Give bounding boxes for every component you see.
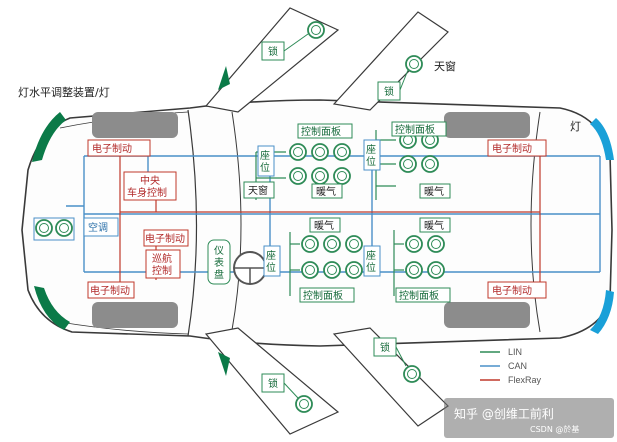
seat-box-front-bottom xyxy=(263,245,281,277)
tire-rear-top xyxy=(444,112,530,138)
ecu-box-rear-top xyxy=(487,139,547,157)
label-cruise-line1: 巡航 xyxy=(152,252,172,265)
door-front-bottom xyxy=(204,327,340,435)
label-ecu-center: 电子制动 xyxy=(145,232,185,245)
windshield-inner xyxy=(231,111,242,331)
ac-box xyxy=(83,217,119,237)
label-ecu-front-top: 电子制动 xyxy=(92,142,132,155)
seat-box-front-top xyxy=(257,145,275,177)
label-lock-3: 锁 xyxy=(268,377,278,390)
panel-box-front-top xyxy=(297,123,353,139)
label-central-body-line2: 车身控制 xyxy=(127,186,167,199)
label-dash-3: 盘 xyxy=(214,268,224,281)
heating-box-rear-top xyxy=(419,183,451,199)
ecu-box-center xyxy=(143,229,189,247)
watermark-main: 知乎 @创维工前利 xyxy=(454,406,554,421)
label-cruise-line2: 控制 xyxy=(152,264,172,277)
label-panel-rear-bottom: 控制面板 xyxy=(399,289,439,302)
label-ecu-rear-bottom: 电子制动 xyxy=(492,284,532,297)
tire-rear-bottom xyxy=(444,302,530,328)
sunroof-box-center xyxy=(243,181,275,199)
watermark-backdrop xyxy=(444,398,614,438)
seat-box-rear-bottom xyxy=(363,245,381,277)
label-central-body-line1: 中央 xyxy=(140,174,160,187)
label-seat-ft-2: 位 xyxy=(260,161,270,174)
label-dash-1: 仪 xyxy=(214,245,224,257)
windshield-line xyxy=(187,109,198,337)
heating-box-front-top xyxy=(311,183,343,199)
tire-front-top xyxy=(92,112,178,138)
legend: LIN CAN FlexRay xyxy=(480,347,542,385)
label-panel-rear-top: 控制面板 xyxy=(395,123,435,136)
label-panel-front-bottom: 控制面板 xyxy=(303,289,343,302)
seat-box-rear-top xyxy=(363,139,381,171)
label-lock-1: 锁 xyxy=(268,45,278,58)
label-panel-front-top: 控制面板 xyxy=(301,125,341,138)
label-lock-4: 锁 xyxy=(380,341,390,354)
label-lamp-right: 灯 xyxy=(570,120,581,133)
label-seat-ft-1: 座 xyxy=(260,149,270,162)
legend-label-flexray: FlexRay xyxy=(508,375,542,385)
label-ecu-rear-top: 电子制动 xyxy=(492,142,532,155)
label-headlamp-leveling: 灯水平调整装置/灯 xyxy=(18,85,110,99)
heating-box-rear-bottom xyxy=(419,217,451,233)
label-heating-rear-bottom: 暖气 xyxy=(424,219,444,232)
label-sunroof-top: 天窗 xyxy=(434,59,456,73)
label-seat-fb-2: 位 xyxy=(266,261,276,274)
label-seat-fb-1: 座 xyxy=(266,249,276,262)
watermark-sub: CSDN @於基 xyxy=(530,424,579,434)
label-heating-front-top: 暖气 xyxy=(316,185,336,198)
label-lock-2: 锁 xyxy=(384,85,394,98)
lamp-rear-bottom xyxy=(590,290,614,334)
label-seat-rb-1: 座 xyxy=(366,249,376,262)
panel-box-rear-bottom xyxy=(395,287,451,303)
hood-crease-bottom xyxy=(59,321,189,335)
panel-box-rear-top xyxy=(391,121,447,137)
label-seat-rt-2: 位 xyxy=(366,155,376,168)
label-heating-rear-top: 暖气 xyxy=(424,185,444,198)
tire-front-bottom xyxy=(92,302,178,328)
dash-box xyxy=(207,239,231,285)
label-ac: 空调 xyxy=(88,221,108,234)
legend-label-can: CAN xyxy=(508,361,527,371)
lamp-rear-top xyxy=(590,118,614,160)
label-seat-rb-2: 位 xyxy=(366,261,376,274)
label-ecu-front-bottom: 电子制动 xyxy=(90,284,130,297)
label-dash-2: 表 xyxy=(214,256,224,269)
label-seat-rt-1: 座 xyxy=(366,143,376,156)
label-sunroof-center: 天窗 xyxy=(248,184,268,197)
heating-box-front-bottom xyxy=(309,217,341,233)
legend-label-lin: LIN xyxy=(508,347,522,357)
headlamp-box xyxy=(33,217,75,241)
headlight-front-top xyxy=(32,112,66,162)
ecu-box-rear-bottom xyxy=(487,281,547,299)
cruise-box xyxy=(145,249,181,279)
ecu-box-front-top xyxy=(87,139,151,157)
central-body-box xyxy=(123,171,177,201)
panel-box-front-bottom xyxy=(299,287,355,303)
door-rear-top xyxy=(332,11,449,111)
ecu-box-front-bottom xyxy=(87,281,135,299)
door-front-top xyxy=(204,7,340,113)
steering-wheel xyxy=(233,251,267,285)
headlight-front-bottom xyxy=(34,286,70,330)
label-heating-front-bottom: 暖气 xyxy=(314,219,334,232)
